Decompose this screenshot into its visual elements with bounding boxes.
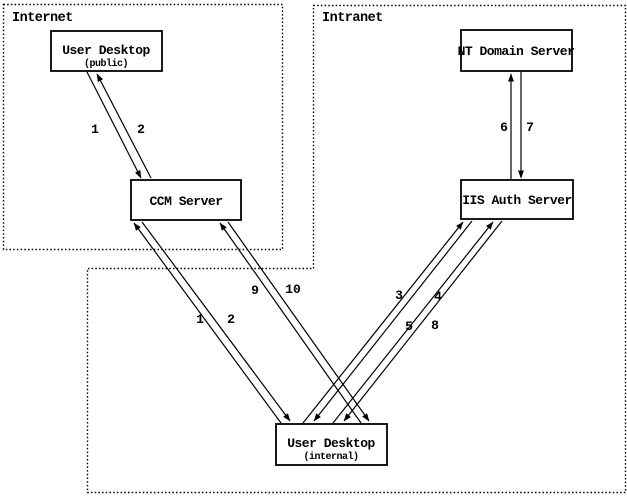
edge-label-8: 8 xyxy=(431,318,439,333)
edge-label-4: 4 xyxy=(434,289,442,304)
node-title: IIS Auth Server xyxy=(462,193,572,208)
arrow-4-iis-to-internal-desktop xyxy=(313,220,473,422)
node-subtitle: (public) xyxy=(84,58,128,70)
internet-zone-border xyxy=(2,3,284,251)
edge-label-2-internal: 2 xyxy=(227,312,235,327)
node-subtitle: (internal) xyxy=(303,451,358,463)
node-title: NT Domain Server xyxy=(458,44,575,59)
node-box xyxy=(460,29,573,72)
node-box xyxy=(460,179,574,220)
node-title: CCM Server xyxy=(149,194,222,209)
node-ccm-server: CCM Server xyxy=(130,179,242,221)
edge-label-2-public: 2 xyxy=(137,122,145,137)
node-box xyxy=(130,179,242,221)
node-user-desktop-public: User Desktop (public) xyxy=(50,30,163,72)
arrow-9-internal-desktop-to-ccm xyxy=(219,222,362,424)
arrow-2-ccm-to-internal-desktop xyxy=(141,221,291,422)
arrow-5-internal-desktop-to-iis xyxy=(332,221,494,424)
arrow-8-iis-to-internal-desktop xyxy=(343,220,503,422)
arrow-2-ccm-to-public-desktop xyxy=(96,73,152,179)
edge-label-6: 6 xyxy=(500,120,508,135)
node-box xyxy=(275,423,388,466)
edge-label-10: 10 xyxy=(285,282,301,297)
node-iis-auth-server: IIS Auth Server xyxy=(460,179,574,220)
internet-zone-label: Internet xyxy=(12,11,73,26)
node-title: User Desktop xyxy=(62,43,150,58)
edge-label-7: 7 xyxy=(526,120,534,135)
edge-label-5: 5 xyxy=(405,319,413,334)
node-nt-domain-server: NT Domain Server xyxy=(458,29,575,72)
node-title: User Desktop xyxy=(287,436,375,451)
edge-label-3: 3 xyxy=(395,288,403,303)
edge-label-1-internal: 1 xyxy=(196,312,204,327)
arrow-3-internal-desktop-to-iis xyxy=(302,221,464,424)
node-user-desktop-internal: User Desktop (internal) xyxy=(275,423,388,466)
arrow-1-public-desktop-to-ccm xyxy=(86,71,142,179)
edge-label-1-public: 1 xyxy=(91,122,99,137)
intranet-zone-border xyxy=(86,4,627,494)
edge-label-9: 9 xyxy=(251,283,259,298)
node-box xyxy=(50,30,163,72)
arrow-10-ccm-to-internal-desktop xyxy=(227,221,370,422)
intranet-zone-label: Intranet xyxy=(322,11,383,26)
arrow-1-internal-desktop-to-ccm xyxy=(133,222,282,424)
